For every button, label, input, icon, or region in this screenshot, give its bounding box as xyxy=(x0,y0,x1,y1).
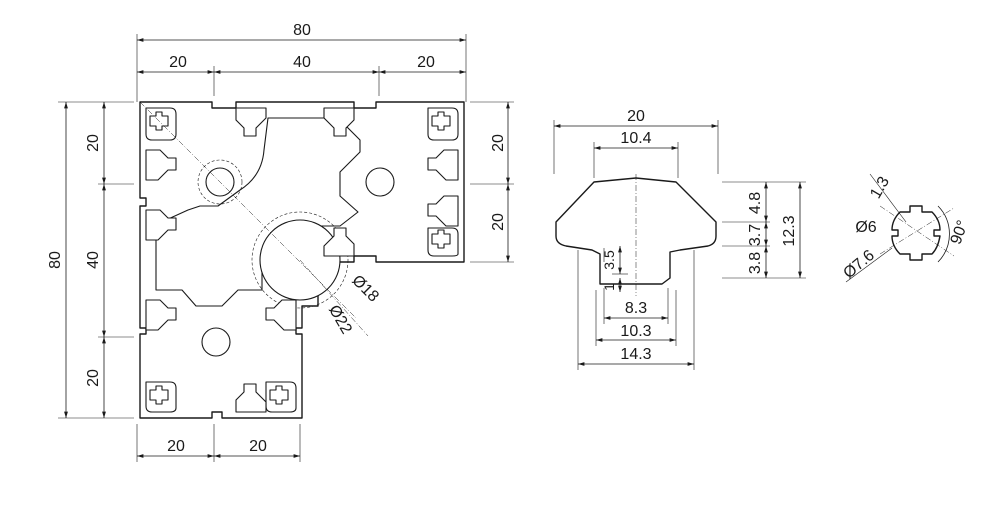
dim-left-top: 20 xyxy=(85,134,102,152)
slot-dim-3-7: 3.7 xyxy=(747,224,764,246)
hole-lug-tr xyxy=(431,111,451,131)
dim-top-left: 20 xyxy=(169,54,187,71)
slot-dim-10-3: 10.3 xyxy=(620,323,651,340)
t-slot-top xyxy=(235,107,267,137)
hole-lug-rb xyxy=(431,229,451,249)
t-slot-right-top xyxy=(427,149,459,181)
dim-bottom-right: 20 xyxy=(249,438,267,455)
center-bore-bottom xyxy=(201,327,231,357)
dim-dia-18: Ø18 xyxy=(348,272,381,305)
dim-top-right: 20 xyxy=(417,54,435,71)
slot-dim-top-width: 20 xyxy=(627,108,645,125)
dim-dia-22: Ø22 xyxy=(325,302,355,337)
t-slot-bottom-left xyxy=(145,299,177,331)
slot-detail-view: 20 10.4 4.8 3.7 3.8 12.3 3.5 1 8.3 10.3 … xyxy=(553,108,806,370)
dim-left-bottom: 20 xyxy=(85,369,102,387)
center-bore-right xyxy=(365,167,395,197)
t-slot-right-mid xyxy=(427,195,459,227)
slot-dim-3-5: 3.5 xyxy=(601,250,617,270)
bore-outer-circle xyxy=(251,211,349,309)
center-bore-top-outline xyxy=(197,159,243,205)
hole-centerline-b xyxy=(879,205,955,257)
hole-detail-view: 1.3 Ø6 Ø7.6 90° xyxy=(840,174,972,283)
slot-dim-top-inner: 10.4 xyxy=(620,130,651,147)
dim-right-mid: 20 xyxy=(490,213,507,231)
hole-dim-d7-6: Ø7.6 xyxy=(840,247,878,282)
t-slot-top-right xyxy=(323,107,355,137)
centerline-dia-ray xyxy=(299,259,369,337)
dim-bottom-left: 20 xyxy=(167,438,185,455)
hole-lug-bl xyxy=(149,385,169,405)
dim-left-mid: 40 xyxy=(85,251,102,269)
hole-dim-angle: 90° xyxy=(948,218,972,247)
centerline-diag xyxy=(139,101,357,319)
t-slot-bottom xyxy=(235,383,267,413)
hole-shape xyxy=(891,205,941,261)
slot-dim-14-3: 14.3 xyxy=(620,346,651,363)
slot-dim-4-8: 4.8 xyxy=(747,192,764,214)
hole-centerline-a xyxy=(879,207,955,255)
hole-dim-1-3: 1.3 xyxy=(867,174,893,202)
slot-dim-3-8: 3.8 xyxy=(747,252,764,274)
slot-dim-8-3: 8.3 xyxy=(625,300,647,317)
dim-top-mid: 40 xyxy=(293,54,311,71)
hole-lug-br xyxy=(269,385,289,405)
t-slot-right-bottom xyxy=(323,227,355,257)
l-profile-view xyxy=(139,101,465,419)
t-slot-left-mid xyxy=(145,209,177,241)
dim-top-overall: 80 xyxy=(293,22,311,39)
dim-left-overall: 80 xyxy=(47,251,64,269)
t-slot-bottom-right xyxy=(265,299,297,331)
hole-angle-arc xyxy=(937,205,950,263)
t-slot-left-top xyxy=(145,149,177,181)
profile-dimensions: 80 20 40 20 80 20 40 20 20 20 20 20 Ø1 xyxy=(47,22,514,462)
hole-dim-d6: Ø6 xyxy=(855,219,876,236)
slot-dim-12-3: 12.3 xyxy=(781,215,798,246)
slot-dim-1: 1 xyxy=(601,283,617,291)
dim-right-top: 20 xyxy=(490,134,507,152)
